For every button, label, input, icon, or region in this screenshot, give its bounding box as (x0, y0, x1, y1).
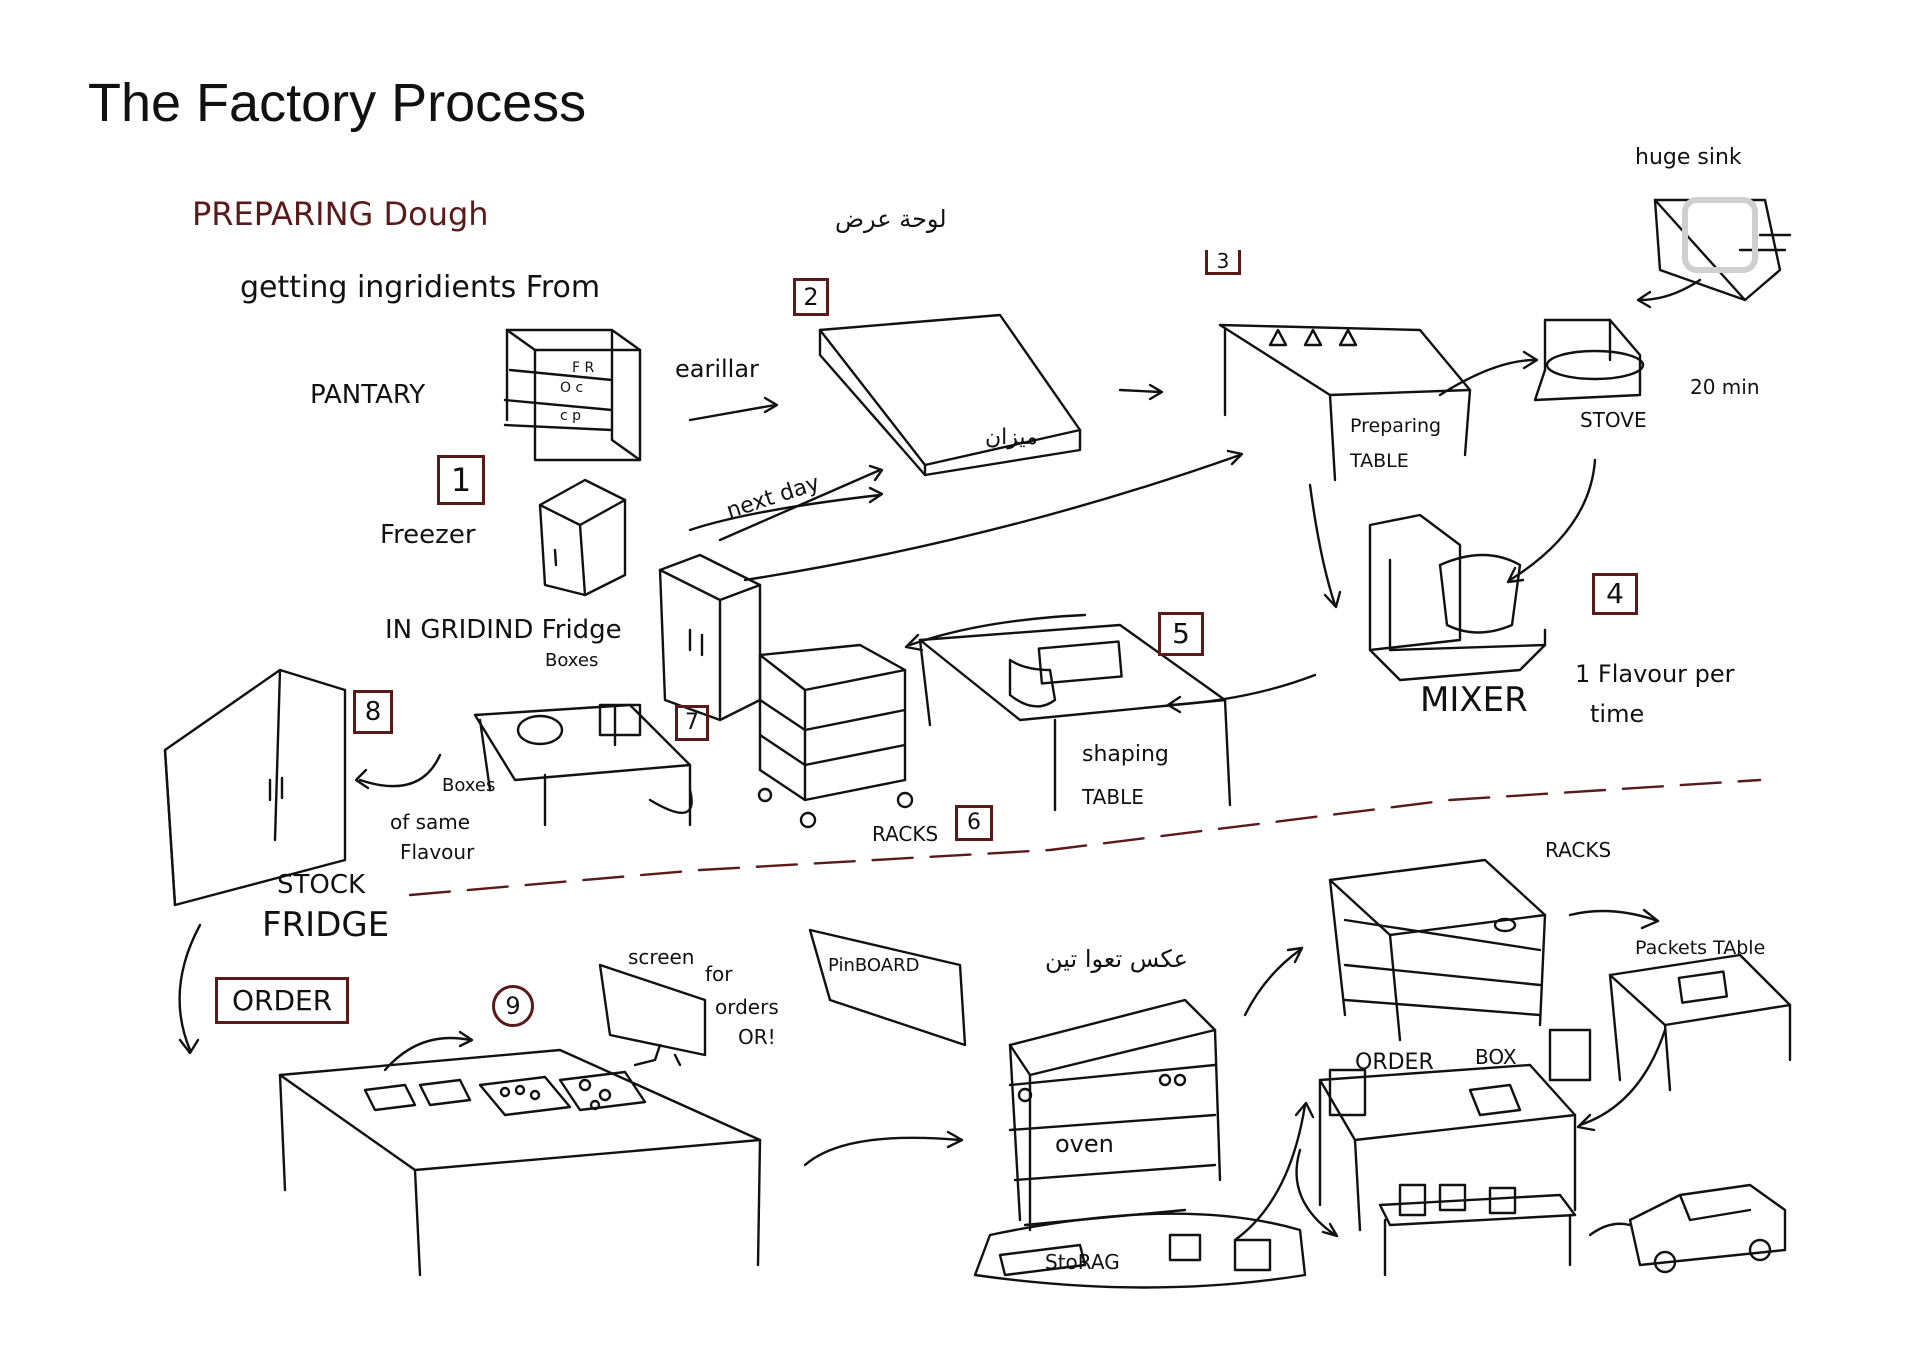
label-freezer: Freezer (380, 520, 476, 550)
step-number-6: 6 (955, 805, 993, 841)
sink-sketch (1653, 198, 1792, 302)
freezer-sketch (538, 478, 627, 597)
label-fridge: FRIDGE (262, 905, 390, 945)
mixer-sketch (1368, 513, 1547, 682)
label-pinboard: PinBOARD (828, 955, 920, 976)
boxes-table-sketch (473, 703, 692, 827)
label-mixer: MIXER (1420, 680, 1528, 720)
label-oven: oven (1055, 1130, 1114, 1158)
step-number-9: 9 (492, 985, 534, 1027)
order-box-table-sketch (1318, 1028, 1592, 1232)
label-earlier: earillar (675, 355, 759, 383)
label-screen-4: OR! (738, 1025, 776, 1049)
label-20-min: 20 min (1690, 375, 1760, 399)
label-stock: STOCK (277, 870, 366, 900)
storage-sketch (973, 1212, 1307, 1289)
label-boxes-bottom: Boxes (442, 775, 496, 796)
step-number-7: 7 (675, 705, 709, 741)
watermark-logo (1682, 197, 1758, 273)
pantry-shelf-sketch: F R O c c p (503, 328, 642, 462)
flow-arrows (178, 278, 1702, 1242)
label-shaping-2: TABLE (1082, 785, 1144, 809)
label-of-same: of same (390, 810, 471, 834)
grinding-fridge-sketch (658, 553, 762, 722)
preparing-table-sketch (1218, 323, 1472, 482)
stock-fridge-sketch (163, 668, 347, 907)
label-screen-1: screen (628, 945, 695, 969)
label-pantry: PANTARY (310, 380, 426, 410)
delivery-car-sketch (1628, 1183, 1787, 1274)
label-preparing-table-2: TABLE (1350, 450, 1409, 472)
label-racks-right: RACKS (1545, 838, 1612, 862)
label-huge-sink: huge sink (1635, 145, 1742, 170)
packets-table-sketch (1608, 953, 1792, 1092)
label-preparing-dough: PREPARING Dough (192, 195, 489, 233)
label-screen-3: orders (715, 995, 779, 1019)
label-one-flavour-1: 1 Flavour per (1575, 660, 1735, 688)
oven-sketch (1008, 998, 1222, 1232)
step-number-4: 4 (1592, 573, 1638, 615)
label-in-grinding-fridge: IN GRIDIND Fridge (385, 615, 622, 645)
stove-sketch (1533, 318, 1645, 402)
label-stove: STOVE (1580, 408, 1647, 432)
step-number-5: 5 (1158, 612, 1204, 656)
step-number-3: 3 (1205, 250, 1241, 275)
label-order-box-1: ORDER (1355, 1050, 1434, 1075)
step-number-8: 8 (353, 690, 393, 734)
racks-right-sketch (1328, 858, 1547, 1042)
label-one-flavour-2: time (1590, 700, 1645, 728)
label-racks-mid: RACKS (872, 822, 939, 846)
order-screen-sketch (598, 963, 707, 1067)
label-order-box-2: BOX (1475, 1045, 1517, 1069)
table-2-sketch (818, 313, 1082, 477)
svg-text:O c: O c (560, 380, 583, 396)
pinboard-sketch (808, 928, 967, 1047)
bags-table-sketch (1378, 1183, 1577, 1277)
label-storage: StoRAG (1045, 1250, 1120, 1274)
label-order: ORDER (215, 977, 350, 1024)
page-title: The Factory Process (88, 73, 587, 133)
svg-text:c p: c p (560, 408, 581, 424)
step-number-2: 2 (793, 278, 829, 316)
racks-trolley-sketch (757, 643, 914, 829)
label-arabic-scale: ميزان (985, 425, 1038, 450)
order-table-sketch (278, 1048, 762, 1277)
label-screen-2: for (705, 962, 733, 986)
label-boxes-top: Boxes (545, 650, 599, 671)
label-preparing-table-1: Preparing (1350, 415, 1442, 437)
label-arabic-oven: عكس تعوا تين (1045, 945, 1188, 973)
label-packets-table: Packets TAble (1635, 937, 1766, 959)
label-flavour: Flavour (400, 840, 475, 864)
section-divider-line (408, 778, 1762, 897)
label-shaping-1: shaping (1082, 742, 1169, 767)
step-number-1: 1 (437, 455, 485, 505)
svg-text:F R: F R (572, 360, 595, 376)
label-arabic-top: لوحة عرض (835, 205, 947, 233)
label-getting-ingredients: getting ingridients From (240, 270, 601, 305)
